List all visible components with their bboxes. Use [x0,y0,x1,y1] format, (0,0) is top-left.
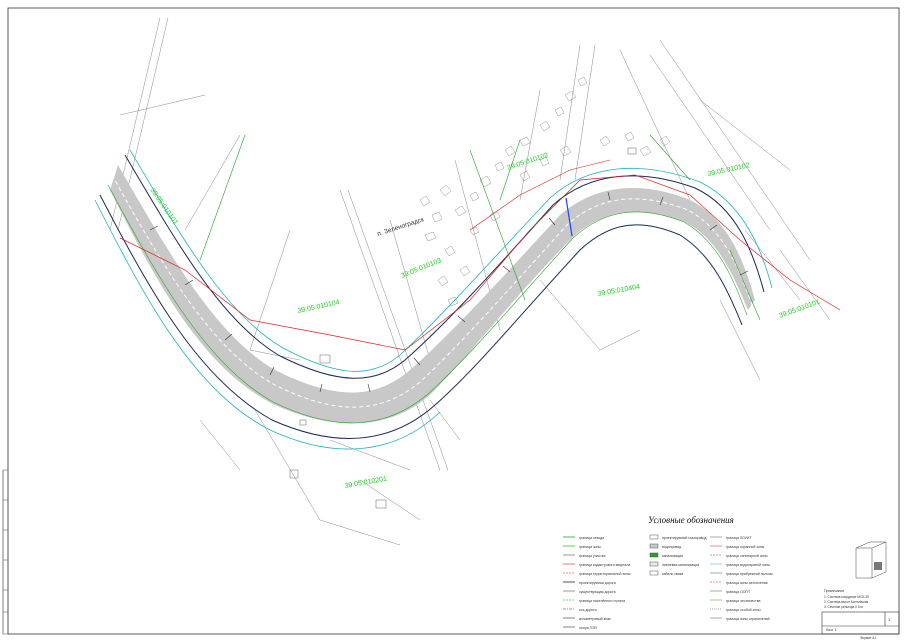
cadastral-label: 39:05:010102 [707,162,750,178]
green-boundary-lines [199,134,761,321]
legend-item: граница кадастрового квартала [579,563,630,567]
legend-column-2: проектируемый газопровод водопровод кана… [649,534,706,576]
parcel-linework [109,17,831,546]
legend-item: проектируемый газопровод [662,536,706,540]
road-corridor [110,165,755,424]
building-outlines [289,147,637,509]
legend-item: граница водоохраной зоны [726,563,770,567]
sheet-number: 1 [888,617,891,622]
red-boundary-line-2 [469,159,611,231]
legend-column-1: граница отвода граница зоны граница учас… [563,536,631,630]
legend-item: граница прибрежной полосы [726,572,773,576]
legend-column-3: граница ЗОУИТ граница охранной зоны гран… [710,536,773,621]
legend-item: существующая дорога [579,590,616,594]
sheet-format: Формат А1 [860,636,876,640]
legend-item: ливневая канализация [662,563,699,567]
legend-item: граница зоны ограничений [726,617,770,621]
legend-item: граница охранной зоны [726,545,765,549]
note-line: 1. Система координат МСК-39 [824,595,869,599]
legend-item: ось дороги [579,608,597,612]
legend-item: граница особой зоны [726,608,761,612]
notes-title: Примечание [824,589,844,593]
legend-item: граница лесничества [726,599,761,603]
cadastral-label: 39:05:010104 [297,299,340,315]
legend-item: водопровод [662,545,681,549]
title-block [821,611,900,635]
legend-item: граница зоны затопления [726,581,768,585]
legend-item: граница территориальной зоны [579,572,631,576]
title-caption: Лист 1 [826,628,837,632]
legend-item: километровый знак [579,617,611,621]
left-margin-strip [2,469,9,635]
legend-item: граница ООПТ [726,590,751,594]
legend-item: граница зоны [579,545,601,549]
cadastral-label: 39:05:010404 [597,284,640,298]
chainage-ticks [149,191,749,393]
built-up-area [419,76,671,307]
section-sketch [855,541,887,579]
legend-item: граница санитарной зоны [726,554,768,558]
cadastral-label: 39:05:010201 [344,476,387,490]
legend-item: граница участка [579,554,605,558]
legend-item: опора ЛЭП [579,626,597,630]
legend-item: граница населённого пункта [579,599,625,603]
legend-title: Условные обозначения [648,515,734,525]
note-line: 3. Сечение рельефа 0,5 м [824,605,863,609]
legend-item: проектируемая дорога [579,581,616,585]
blue-section-line [565,197,573,237]
red-boundary-line [119,174,841,351]
sheet-frame [7,7,900,635]
legend-item: канализация [662,554,683,558]
legend-item: кабель связи [662,572,683,576]
cadastral-label: 39:05:010103 [400,257,442,280]
settlement-label: п. Зеленоградск [376,216,424,238]
legend-item: граница ЗОУИТ [726,536,752,540]
note-line: 2. Система высот Балтийская [824,600,869,604]
legend-item: граница отвода [579,536,604,540]
cadastral-label: 39:05:010101 [778,299,821,320]
notes-block: Примечание 1. Система координат МСК-39 2… [824,589,869,609]
